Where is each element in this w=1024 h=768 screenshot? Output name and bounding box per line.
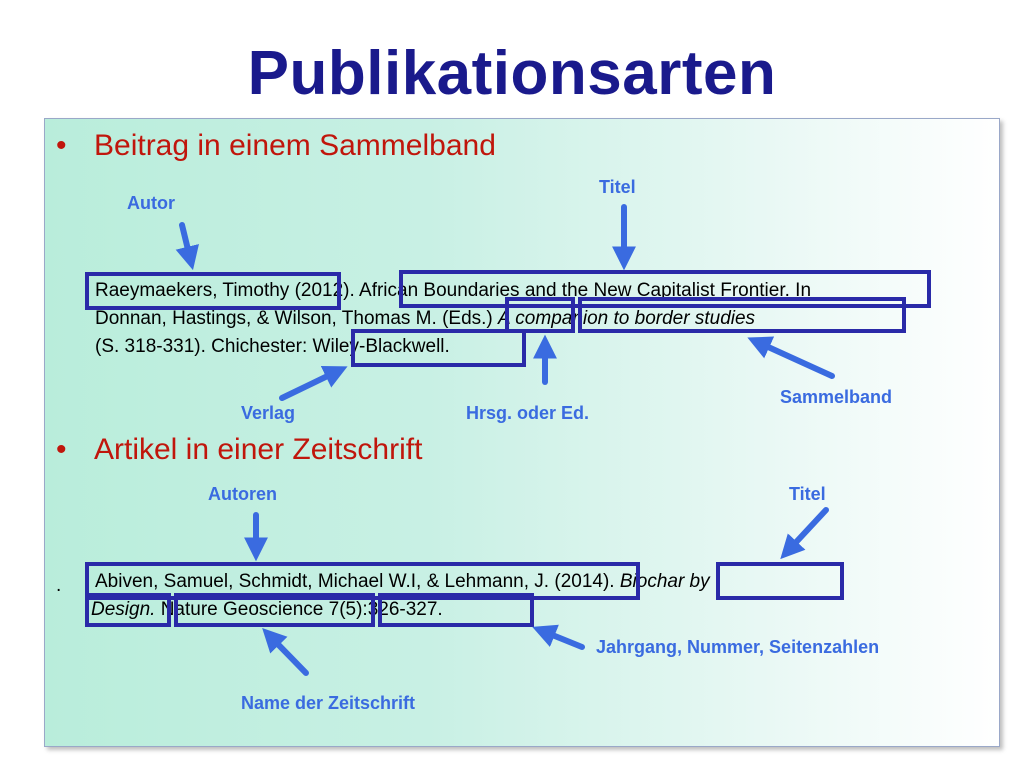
cite-pages: (S. 318-331). Chichester:: [95, 336, 313, 357]
label-autoren: Autoren: [208, 484, 277, 504]
citation2-line1: Abiven, Samuel, Schmidt, Michael W.I, & …: [95, 568, 710, 596]
section-heading-sammelband: • Beitrag in einem Sammelband: [56, 128, 496, 164]
citation2-line2: Design. Nature Geoscience 7(5):326-327.: [91, 596, 443, 624]
label-titel-2: Titel: [789, 484, 826, 504]
bullet: •: [56, 433, 67, 466]
label-jahrgang: Jahrgang, Nummer, Seitenzahlen: [596, 637, 880, 657]
label-verlag: Verlag: [241, 403, 296, 423]
bullet: •: [56, 129, 67, 162]
cite-in: In: [789, 280, 812, 301]
label-titel: Titel: [599, 177, 636, 197]
cite-book: A companion to border studies: [498, 308, 756, 329]
cite-authors: Abiven, Samuel, Schmidt, Michael W.I, & …: [95, 571, 550, 592]
label-zeitschrift: Name der Zeitschrift: [241, 693, 416, 713]
cite-title-a: Biochar by: [619, 571, 710, 592]
citation1-line2: Donnan, Hastings, & Wilson, Thomas M. (E…: [95, 305, 755, 333]
cite-journal: Nature Geoscience: [160, 599, 324, 620]
cite-year: (2012).: [289, 280, 360, 301]
heading-text: Artikel in einer Zeitschrift: [94, 433, 423, 466]
cite-publisher: Wiley-Blackwell.: [312, 336, 450, 357]
cite-editors: Donnan, Hastings, & Wilson, Thomas M.: [95, 308, 443, 329]
citation1-line3: (S. 318-331). Chichester: Wiley-Blackwel…: [95, 333, 450, 361]
slide-title: Publikationsarten: [247, 39, 777, 108]
cite-volume: 7(5):326-327.: [328, 599, 443, 620]
cite-author: Raeymaekers, Timothy: [95, 280, 290, 301]
stray-dot: .: [56, 575, 62, 596]
label-hrsg: Hrsg. oder Ed.: [466, 403, 590, 423]
citation1-line1: Raeymaekers, Timothy (2012). African Bou…: [95, 277, 811, 305]
heading-text: Beitrag in einem Sammelband: [94, 129, 496, 162]
label-sammelband: Sammelband: [780, 387, 893, 407]
section-heading-zeitschrift: • Artikel in einer Zeitschrift: [56, 432, 422, 468]
cite-title-b: Design.: [91, 599, 156, 620]
content-panel: [44, 118, 1000, 747]
cite-eds: (Eds.): [442, 308, 493, 329]
cite-title: African Boundaries and the New Capitalis…: [359, 280, 790, 301]
label-autor: Autor: [127, 193, 175, 213]
cite-year: (2014).: [549, 571, 620, 592]
